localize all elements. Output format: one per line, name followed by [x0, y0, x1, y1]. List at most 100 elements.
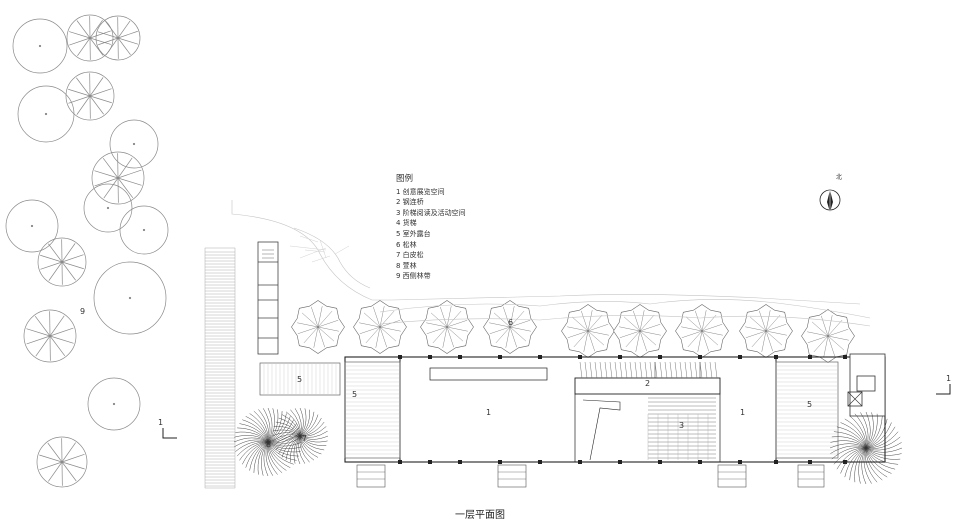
grass-stroke — [854, 447, 867, 483]
legend-item: 4 货梯 — [396, 219, 417, 228]
pine-branch — [749, 316, 767, 332]
stair-step — [594, 361, 598, 379]
pine-branch — [827, 319, 843, 337]
stair-step — [659, 361, 663, 379]
pine-branch — [639, 324, 661, 332]
column — [458, 355, 462, 359]
tree-spoke — [61, 261, 76, 281]
tree-spoke — [89, 37, 104, 56]
grass-stroke — [865, 447, 878, 483]
pine-branch — [625, 330, 641, 348]
label-bridge: 2 — [645, 379, 651, 388]
grass-stroke — [267, 441, 299, 457]
pine-branch — [317, 326, 339, 332]
pine-grove — [291, 300, 855, 363]
stair-step — [579, 361, 583, 379]
grass-stroke — [865, 413, 878, 449]
grass-stroke — [285, 435, 301, 461]
column — [808, 355, 812, 359]
tree-outline-icon — [36, 436, 88, 488]
column — [774, 355, 778, 359]
pine-branch — [509, 320, 531, 328]
grass-stroke — [298, 435, 306, 464]
west-stair-tower — [257, 241, 279, 355]
tree-spoke — [40, 254, 63, 263]
column — [698, 460, 702, 464]
grass-stroke — [299, 435, 325, 451]
tree-spoke — [47, 442, 63, 463]
tree-spoke — [26, 335, 51, 345]
column — [498, 460, 502, 464]
grass-stroke — [293, 435, 301, 464]
pine-branch — [446, 306, 452, 328]
tree-center-icon — [142, 228, 146, 232]
tree-spoke — [76, 77, 91, 97]
pine-branch — [745, 330, 767, 338]
section-mark-left-icon — [162, 428, 177, 439]
grass-stroke — [239, 441, 269, 461]
grass-stroke — [249, 441, 269, 471]
pine-branch — [587, 324, 609, 332]
grass-stroke — [267, 441, 297, 461]
grass-stroke — [275, 435, 301, 451]
drawing-caption: 一层平面图 — [455, 510, 505, 521]
grass-stroke — [235, 441, 269, 452]
tree-spoke — [105, 21, 119, 39]
pine-branch — [363, 312, 381, 328]
label-pine-grove: 6 — [508, 318, 514, 327]
grass-stroke — [299, 407, 304, 437]
stair-step — [689, 361, 693, 379]
stair-step — [589, 361, 593, 379]
column — [428, 355, 432, 359]
pine-branch — [701, 330, 723, 336]
grass-stroke — [267, 441, 278, 475]
grass-stroke — [833, 431, 867, 449]
grass-stroke — [236, 441, 269, 457]
grass-stroke — [257, 441, 269, 475]
pine-branch — [489, 326, 511, 334]
tree-outline-icon — [119, 205, 169, 255]
stair-step — [709, 361, 713, 379]
stair-step — [649, 361, 653, 379]
pine-branch — [745, 326, 767, 332]
stair-step — [639, 361, 643, 379]
pine-branch — [619, 326, 641, 332]
grass-stroke — [299, 417, 322, 437]
tree-spoke — [76, 20, 91, 39]
tree-spoke — [34, 316, 51, 337]
tree-spoke — [89, 95, 104, 115]
grass-stroke — [299, 435, 310, 463]
grass-stroke — [844, 418, 867, 449]
pine-branch — [765, 324, 787, 332]
tree-spoke — [49, 327, 74, 337]
grass-stroke — [281, 414, 301, 437]
grass-stroke — [267, 416, 291, 443]
tree-spoke — [89, 88, 112, 97]
column — [808, 460, 812, 464]
grass-stroke — [281, 435, 301, 458]
grass-stroke — [245, 416, 269, 443]
tree-spoke — [69, 31, 91, 39]
tree-spoke — [117, 177, 142, 186]
grass-stroke — [299, 409, 310, 437]
grass-stroke — [865, 447, 901, 460]
grass-stroke — [273, 435, 301, 446]
stair-step — [694, 361, 698, 379]
stair-step — [714, 361, 718, 379]
label-grove-8: 8 — [266, 440, 272, 449]
pine-branch — [639, 330, 657, 346]
pine-branch — [317, 326, 335, 342]
grass-tufts — [233, 407, 903, 485]
pine-branch — [639, 314, 655, 332]
grass-stroke — [840, 447, 867, 474]
pine-branch — [373, 306, 381, 328]
pine-branch — [509, 326, 527, 342]
grass-stroke — [299, 421, 325, 437]
grass-stroke — [865, 426, 896, 449]
stair-step — [644, 361, 648, 379]
tree-spoke — [89, 30, 111, 39]
pine-branch — [493, 312, 511, 328]
tree-spoke — [68, 88, 91, 97]
tree-outline-icon — [87, 377, 141, 431]
